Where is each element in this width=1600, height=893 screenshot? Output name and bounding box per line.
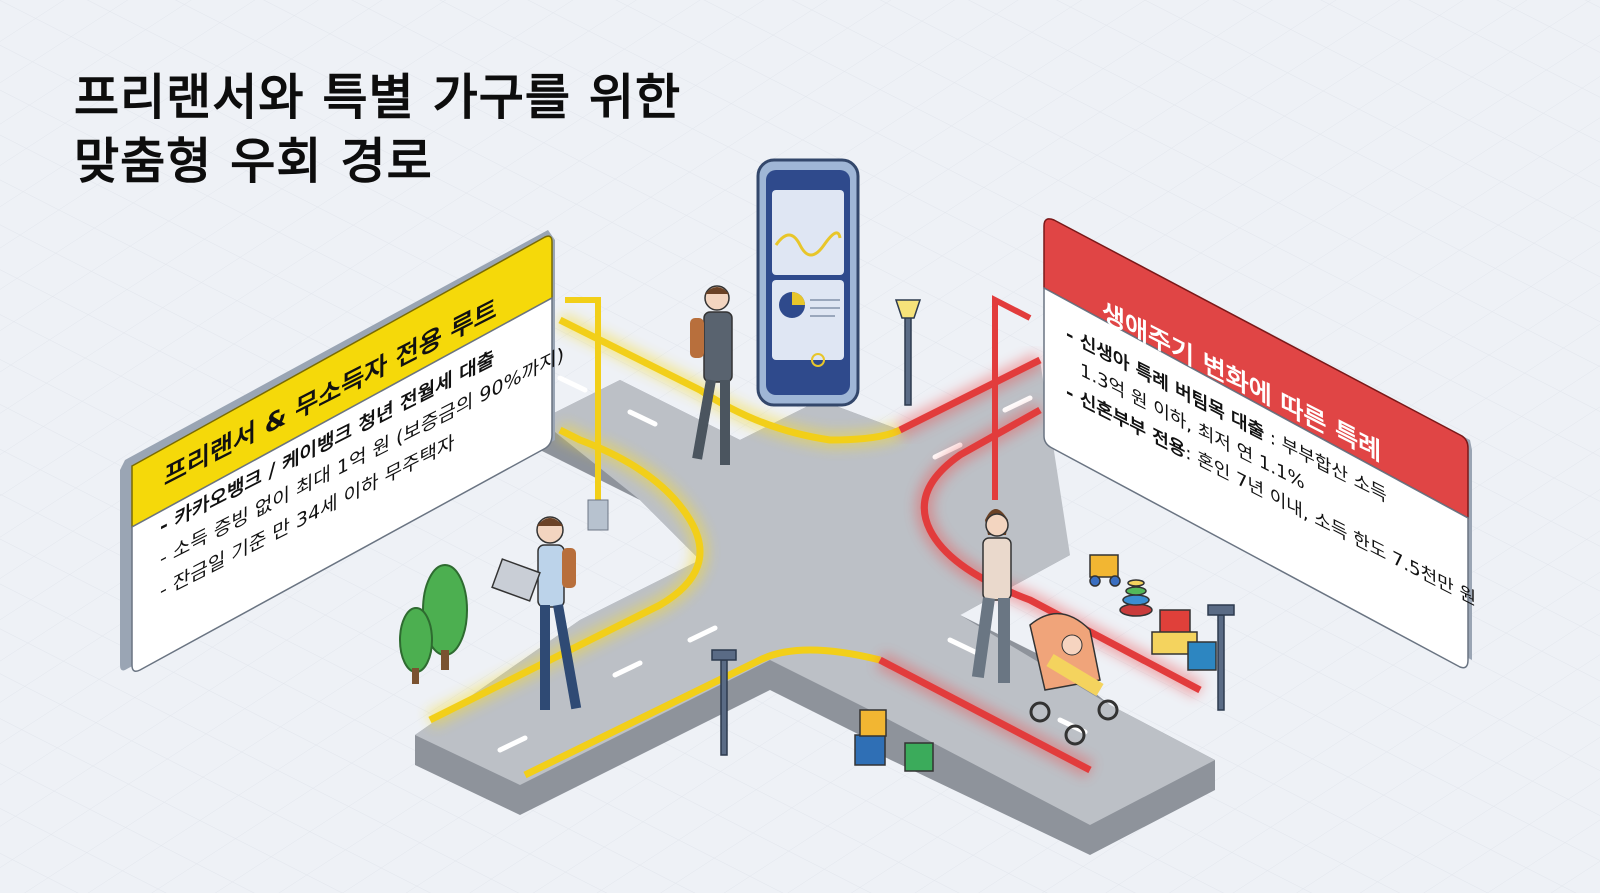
street-lamp (711, 299, 1235, 756)
right-sign-board (1043, 218, 1472, 669)
toy-blocks (854, 554, 1217, 772)
left-sign-board (120, 230, 555, 672)
parent-with-stroller (971, 509, 1119, 746)
page-title: 프리랜서와 특별 가구를 위한 맞춤형 우회 경로 (74, 66, 681, 194)
title-line-2: 맞춤형 우회 경로 (74, 133, 433, 190)
freelancer-figure (491, 516, 582, 710)
smartphone-kiosk (756, 158, 860, 407)
yellow-route-rail (425, 297, 905, 779)
title-line-1: 프리랜서와 특별 가구를 위한 (74, 69, 682, 126)
trees (399, 564, 468, 684)
commuter-figure (690, 285, 733, 465)
